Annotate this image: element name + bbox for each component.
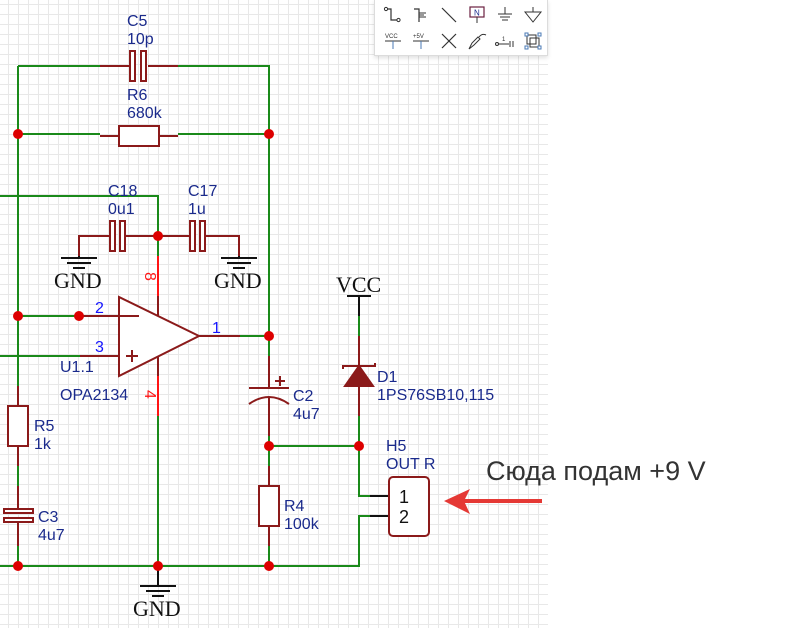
c18-ref: C18 (108, 183, 137, 200)
pin-icon: 1 (495, 37, 514, 47)
no-connect-tool-button[interactable] (435, 28, 463, 54)
wire-icon (383, 6, 401, 23)
junction-dot (74, 311, 84, 321)
junction-dot (264, 561, 274, 571)
wire[interactable] (358, 416, 370, 497)
c2-ref: C2 (293, 388, 314, 405)
junctions (13, 129, 364, 571)
h5-ref: H5 (386, 438, 407, 455)
h5-value: OUT R (386, 456, 435, 473)
junction-dot (13, 561, 23, 571)
arrow-head-icon (444, 489, 470, 514)
gnd-symbol-2[interactable] (221, 256, 257, 269)
probe-tool-button[interactable] (463, 28, 491, 54)
ground-icon (498, 7, 512, 21)
gnd-label-2: GND (214, 268, 262, 293)
capacitor-c18[interactable] (78, 220, 158, 256)
svg-text:N: N (474, 9, 480, 18)
c18-value: 0u1 (108, 201, 135, 218)
svg-text:+5V: +5V (413, 34, 424, 40)
c2-value: 4u7 (293, 406, 320, 423)
bus-icon (414, 8, 426, 22)
net-port-tool-button[interactable] (519, 2, 547, 28)
vcc-label: VCC (336, 272, 381, 297)
vcc-symbol[interactable] (347, 295, 371, 316)
wire[interactable] (178, 65, 270, 134)
h5-pin-1: 1 (399, 487, 409, 507)
line-tool-button[interactable] (435, 2, 463, 28)
c5-value: 10p (127, 31, 154, 48)
gnd-label-3: GND (133, 596, 181, 621)
capacitor-c5[interactable] (100, 50, 178, 82)
capacitor-c17[interactable] (158, 220, 240, 256)
junction-dot (264, 441, 274, 451)
group-tool-button[interactable] (519, 28, 547, 54)
wire[interactable] (0, 515, 370, 567)
c17-ref: C17 (188, 183, 217, 200)
pin-number-vplus: 8 (141, 272, 158, 281)
c3-ref: C3 (38, 509, 59, 526)
annotation-text: Сюда подам +9 V (486, 456, 706, 486)
gnd-symbol-1[interactable] (61, 256, 97, 269)
resistor-r6[interactable] (100, 125, 178, 147)
resistor-r4[interactable] (258, 466, 280, 546)
svg-text:VCC: VCC (385, 34, 398, 40)
pin-number-vminus: 4 (141, 390, 158, 399)
r6-ref: R6 (127, 87, 148, 104)
c3-value: 4u7 (38, 527, 65, 544)
pin-number-noninv: 3 (95, 339, 104, 356)
junction-dot (264, 331, 274, 341)
net-label-icon: N (469, 6, 485, 23)
junction-dot (153, 231, 163, 241)
diode-d1[interactable] (342, 336, 376, 416)
capacitor-c2[interactable] (248, 356, 290, 436)
pin-number-out: 1 (212, 320, 221, 337)
pin-tool-button[interactable]: 1 (491, 28, 519, 54)
plus5v-tool-button[interactable]: +5V (407, 28, 435, 54)
u1-value: OPA2134 (60, 387, 128, 404)
d1-value: 1PS76SB10,115 (377, 387, 494, 404)
svg-text:1: 1 (502, 37, 506, 43)
bus-tool-button[interactable] (407, 2, 435, 28)
wire-tool-button[interactable] (379, 2, 407, 28)
r6-value: 680k (127, 105, 163, 122)
c17-value: 1u (188, 201, 206, 218)
wiring-toolbar: N VCC +5V 1 (374, 0, 548, 56)
line-icon (441, 7, 457, 23)
group-icon (524, 32, 542, 50)
junction-dot (354, 441, 364, 451)
no-connect-icon (441, 33, 457, 49)
ground-tool-button[interactable] (491, 2, 519, 28)
connector-h5[interactable] (370, 476, 430, 537)
schematic-canvas[interactable]: C5 10p R6 680k C18 0u1 C17 1u GND GND (0, 0, 548, 628)
r5-value: 1k (34, 436, 52, 453)
schematic-drawing[interactable]: C5 10p R6 680k C18 0u1 C17 1u GND GND (0, 0, 548, 628)
net-label-tool-button[interactable]: N (463, 2, 491, 28)
d1-ref: D1 (377, 369, 398, 386)
junction-dot (13, 129, 23, 139)
resistor-r5[interactable] (7, 386, 29, 466)
junction-dot (264, 129, 274, 139)
h5-pin-2: 2 (399, 507, 409, 527)
pin-number-inv: 2 (95, 300, 104, 317)
annotation-arrow (444, 489, 542, 514)
vcc-icon: VCC (385, 34, 401, 49)
r5-ref: R5 (34, 418, 55, 435)
u1-ref: U1.1 (60, 359, 94, 376)
net-port-icon (523, 7, 543, 23)
vcc-tool-button[interactable]: VCC (379, 28, 407, 54)
probe-icon (468, 33, 487, 50)
wires (0, 65, 370, 567)
junction-dot (153, 561, 163, 571)
wire[interactable] (0, 195, 159, 236)
r4-value: 100k (284, 516, 320, 533)
c5-ref: C5 (127, 13, 148, 30)
r4-ref: R4 (284, 498, 305, 515)
junction-dot (13, 311, 23, 321)
plus5v-icon: +5V (413, 34, 429, 49)
capacitor-c3[interactable] (3, 486, 34, 546)
gnd-label-1: GND (54, 268, 102, 293)
